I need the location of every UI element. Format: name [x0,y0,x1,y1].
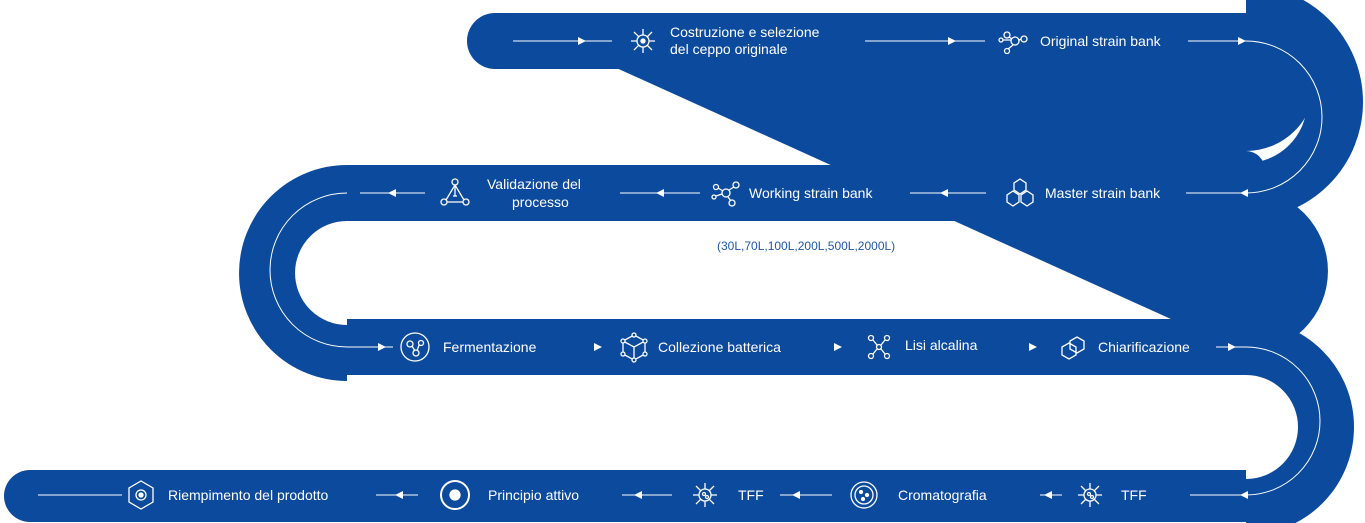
step-label-chiarificazione: Chiarificazione [1098,339,1190,355]
step-label-collezione: Collezione batterica [658,339,781,355]
molecule-icon [998,31,1028,55]
step-label-master-bank: Master strain bank [1045,185,1161,201]
step-label-working-bank: Working strain bank [749,185,873,201]
step-label-riempimento: Riempimento del prodotto [168,487,329,503]
hexagon-target-icon [128,480,154,510]
hexagon-cluster-icon [1006,178,1034,207]
step-label-tff-2: TFF [1121,487,1147,503]
step-label-principio: Principio attivo [488,487,579,503]
cube-network-icon [620,332,648,363]
circle-molecule-icon [400,332,430,362]
arrow-right [1228,343,1236,351]
arrow-right [578,37,586,45]
step-label-fermentazione: Fermentazione [443,339,537,355]
arrow-right [378,343,386,351]
arrow-right [594,343,602,351]
virus-icon [1078,483,1102,507]
arrow-right [1029,343,1037,351]
flow-band [4,0,1363,523]
node-grid-icon [867,334,891,360]
flow-line [38,40,1323,496]
arrow-left [1240,189,1248,197]
arrow-left [388,189,396,197]
arrow-left [1044,491,1052,499]
step-label-lisi: Lisi alcalina [905,337,978,353]
step-label-cromatografia: Cromatografia [898,487,987,503]
arrow-left [940,189,948,197]
virus-icon [631,29,655,53]
arrow-right [834,343,842,351]
arrow-left [634,491,642,499]
step-label-tff-1: TFF [738,487,764,503]
molecule-cluster-icon [711,181,740,207]
hexagon-pair-icon [1061,336,1085,360]
arrow-left [792,491,800,499]
arrow-left [395,491,403,499]
dot-circle-icon [440,480,470,510]
triangle-network-icon [440,178,470,206]
arrow-right [1238,37,1246,45]
step-label-original-bank: Original strain bank [1040,33,1162,49]
arrow-left [656,189,664,197]
bead-icon [850,481,878,509]
arrow-left [1240,491,1248,499]
flow-arrows [378,37,1248,499]
arrow-right [948,37,956,45]
virus-icon [693,483,717,507]
volume-note: (30L,70L,100L,200L,500L,2000L) [717,239,895,253]
